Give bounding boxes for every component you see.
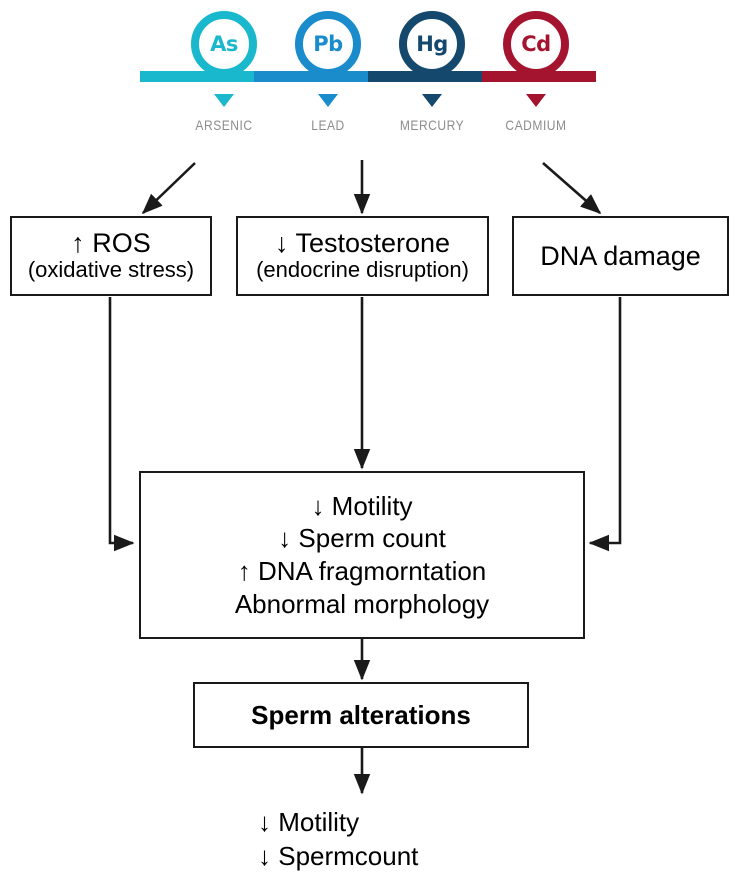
outcome-list-item: ↓ Spermcount xyxy=(258,841,419,871)
metal-item-mercury: Hg MERCURY xyxy=(375,0,489,150)
circle-ring-icon: Pb xyxy=(295,11,361,77)
effect-line: ↓ Motility xyxy=(311,490,413,521)
box-dna-damage-line1: DNA damage xyxy=(540,240,701,271)
box-ros-line2: (oxidative stress) xyxy=(27,256,195,282)
box-dna-damage: DNA damage xyxy=(512,216,729,296)
metal-label-arsenic: ARSENIC xyxy=(195,117,253,133)
circle-ring-icon: Hg xyxy=(399,11,465,77)
outcome-list-item: ↓ Motility xyxy=(258,807,360,837)
box-testosterone: ↓ Testosterone (endocrine disruption) xyxy=(236,216,489,296)
metal-symbol-mercury: Hg xyxy=(416,31,448,56)
metals-band: As ARSENIC Pb LEAD Hg MERCURY Cd xyxy=(0,0,739,150)
circle-ring-icon: As xyxy=(191,11,257,77)
box-ros: ↑ ROS (oxidative stress) xyxy=(10,216,212,296)
color-bar-segment-mercury xyxy=(368,71,482,82)
down-triangle-icon xyxy=(214,94,234,107)
effect-line: ↓ Sperm count xyxy=(278,523,446,554)
color-bar-segment-lead xyxy=(254,71,368,82)
down-triangle-icon xyxy=(318,94,338,107)
box-testosterone-line2: (endocrine disruption) xyxy=(256,256,469,282)
metal-item-lead: Pb LEAD xyxy=(271,0,385,150)
box-sperm-effects: ↓ Motility ↓ Sperm count ↑ DNA fragmornt… xyxy=(139,471,585,639)
metal-label-mercury: MERCURY xyxy=(399,117,465,133)
metal-symbol-arsenic: As xyxy=(210,31,238,56)
box-ros-line1: ↑ ROS xyxy=(71,228,151,259)
down-triangle-icon xyxy=(526,94,546,107)
metal-label-cadmium: CADMIUM xyxy=(505,117,567,133)
circle-ring-icon: Cd xyxy=(503,11,569,77)
metal-item-arsenic: As ARSENIC xyxy=(167,0,281,150)
arrow-metals-to-dna-damage xyxy=(542,162,602,215)
metal-symbol-cadmium: Cd xyxy=(521,31,551,56)
down-triangle-icon xyxy=(422,94,442,107)
effect-line: Abnormal morphology xyxy=(234,588,490,619)
effect-line: ↑ DNA fragmorntation xyxy=(237,556,487,586)
arrow-ros-to-effects xyxy=(108,297,135,552)
box-sperm-alterations-label: Sperm alterations xyxy=(251,699,471,730)
arrow-metals-to-ros xyxy=(141,162,196,215)
metal-symbol-lead: Pb xyxy=(313,31,343,56)
arrow-dna-damage-to-effects xyxy=(588,297,622,552)
box-sperm-alterations: Sperm alterations xyxy=(193,682,529,748)
color-bar-segment-arsenic xyxy=(140,71,254,82)
metal-label-lead: LEAD xyxy=(311,117,345,133)
metal-item-cadmium: Cd CADMIUM xyxy=(479,0,593,150)
box-testosterone-line1: ↓ Testosterone xyxy=(274,228,451,259)
